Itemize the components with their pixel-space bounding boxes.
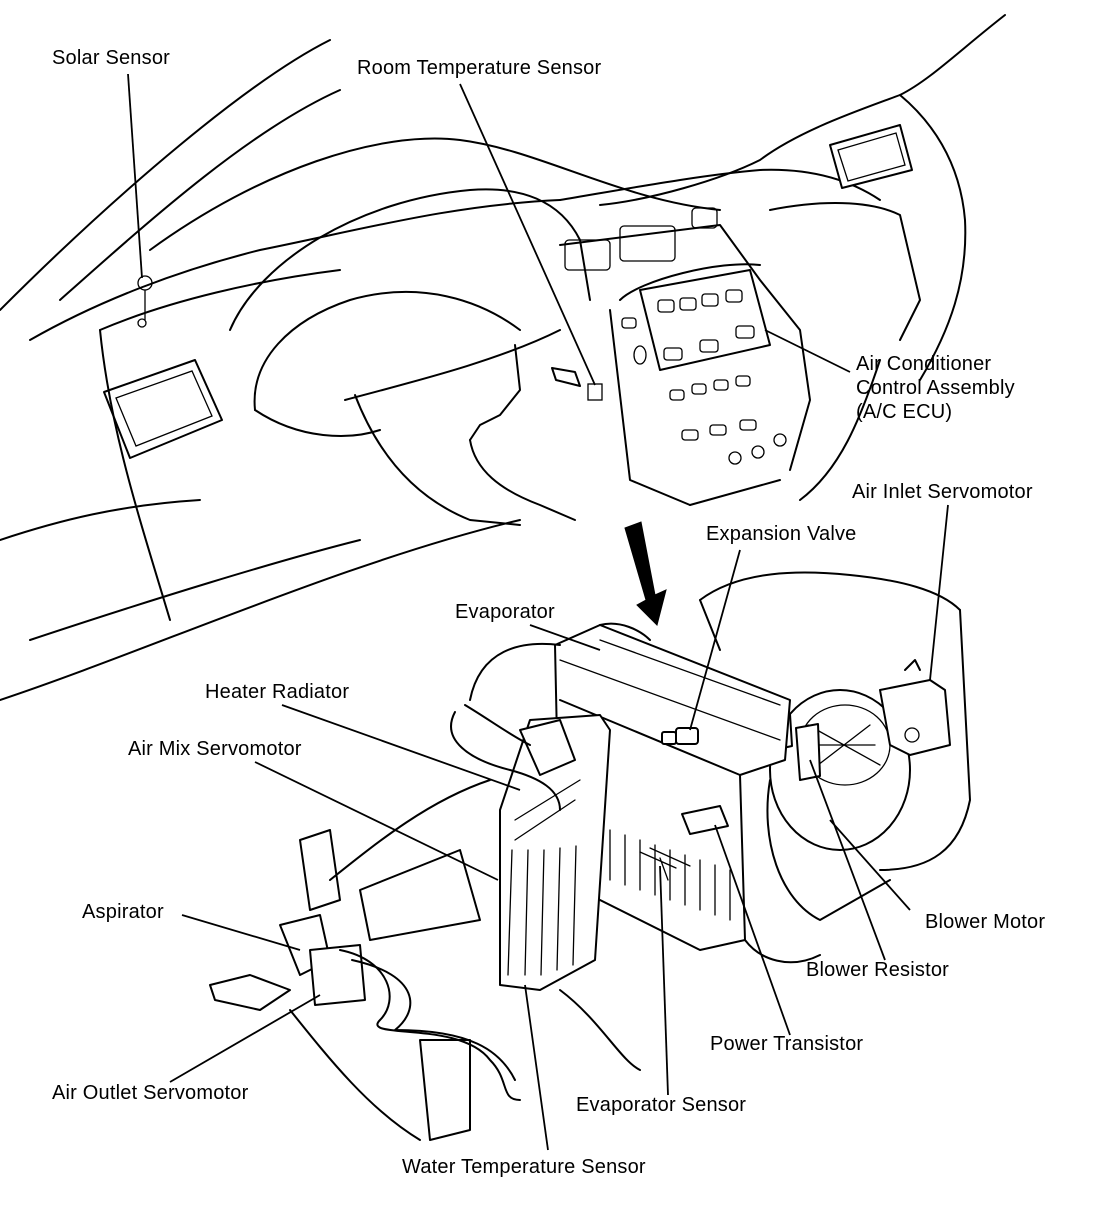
label-air-inlet-servomotor: Air Inlet Servomotor bbox=[852, 481, 1033, 503]
label-air-outlet-servomotor: Air Outlet Servomotor bbox=[52, 1082, 249, 1104]
label-expansion-valve: Expansion Valve bbox=[706, 523, 857, 545]
label-evaporator-sensor: Evaporator Sensor bbox=[576, 1094, 747, 1116]
label-power-transistor: Power Transistor bbox=[710, 1033, 864, 1055]
label-ac-control-line3: (A/C ECU) bbox=[856, 401, 953, 423]
label-ac-control-assembly: Air Conditioner Control Assembly (A/C EC… bbox=[856, 352, 1015, 424]
down-arrow-icon bbox=[624, 521, 667, 626]
label-solar-sensor: Solar Sensor bbox=[52, 47, 171, 69]
label-evaporator: Evaporator bbox=[455, 601, 555, 623]
label-ac-control-line2: Control Assembly bbox=[856, 377, 1015, 399]
label-blower-motor: Blower Motor bbox=[925, 911, 1046, 933]
label-heater-radiator: Heater Radiator bbox=[205, 681, 350, 703]
label-water-temperature-sensor: Water Temperature Sensor bbox=[402, 1156, 646, 1178]
label-air-mix-servomotor: Air Mix Servomotor bbox=[128, 738, 302, 760]
dashboard-drawing bbox=[0, 14, 1006, 701]
label-aspirator: Aspirator bbox=[82, 901, 164, 923]
label-room-temperature-sensor: Room Temperature Sensor bbox=[357, 57, 602, 79]
label-blower-resistor: Blower Resistor bbox=[806, 959, 950, 981]
leader-lines bbox=[127, 73, 949, 1151]
label-ac-control-line1: Air Conditioner bbox=[856, 353, 992, 375]
